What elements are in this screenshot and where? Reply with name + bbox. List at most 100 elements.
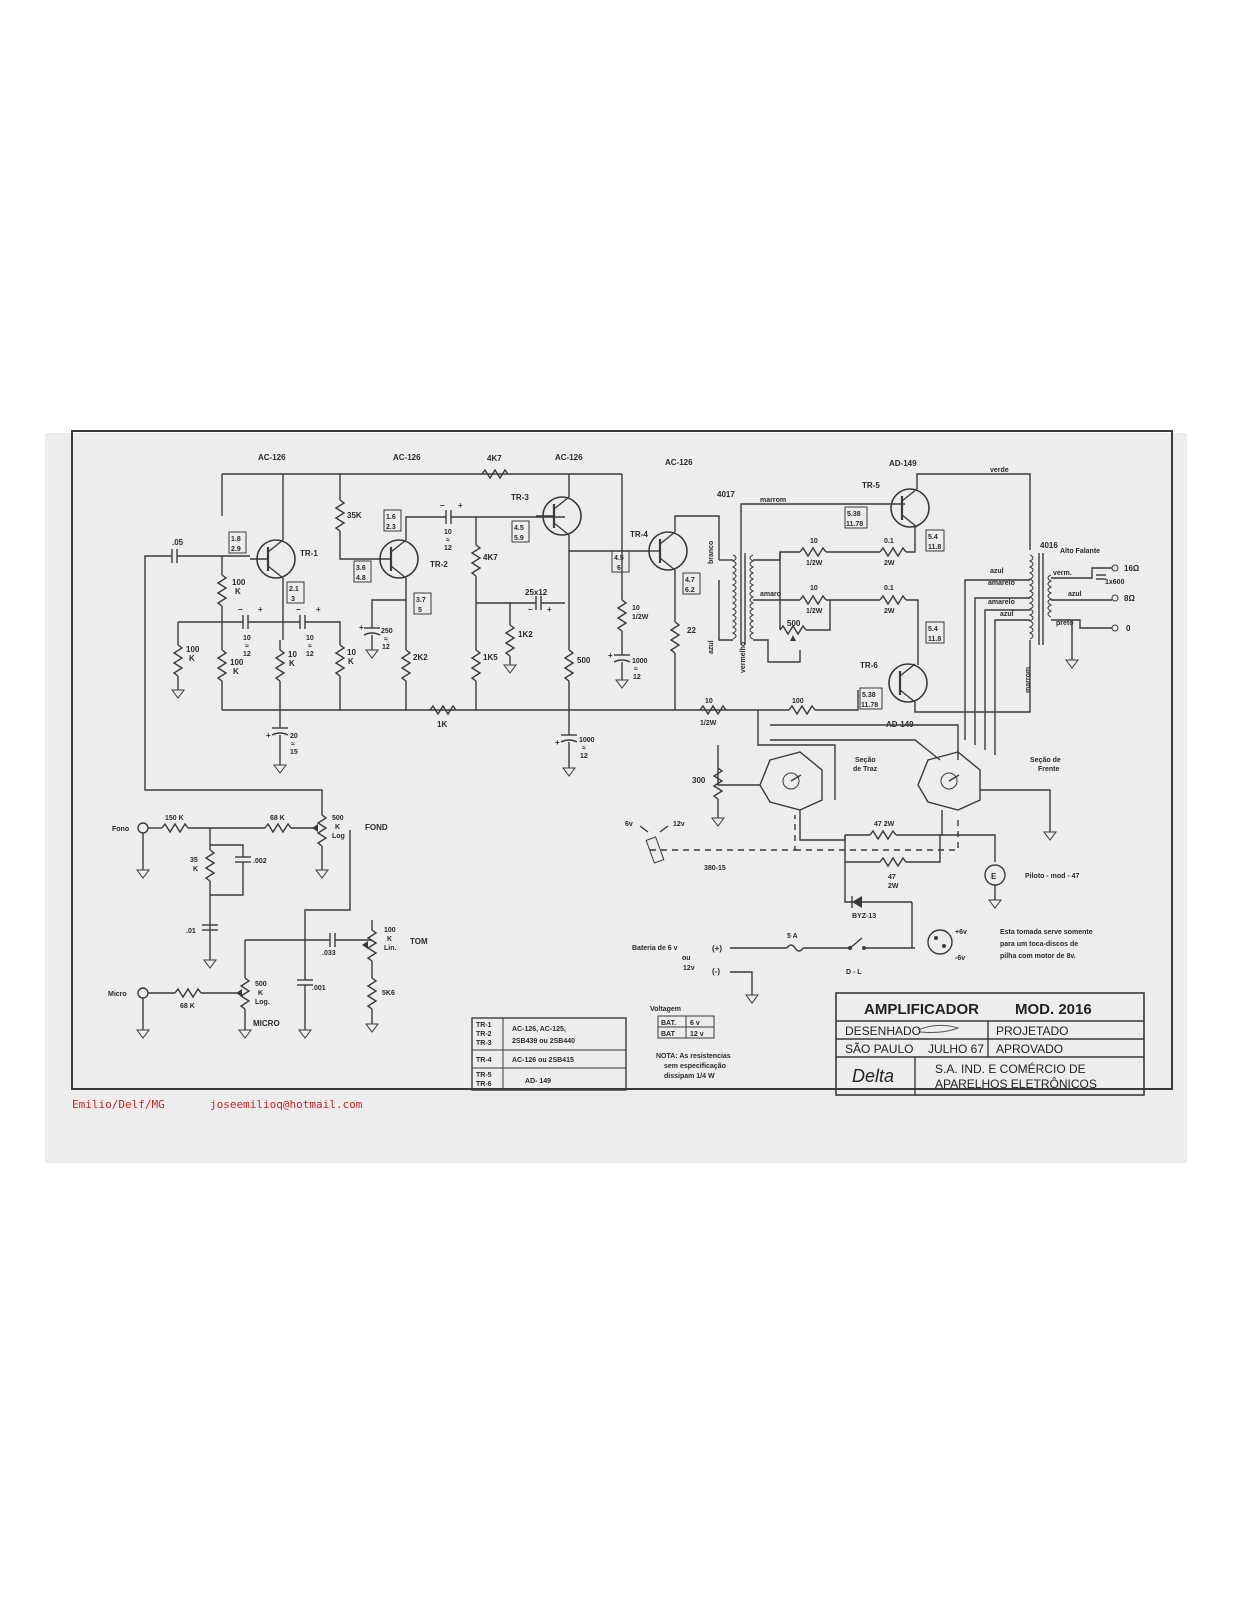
- cap-1000b-curve: [560, 739, 578, 743]
- r100k-b-unit: K: [189, 654, 195, 663]
- ground-symbol: [203, 959, 217, 969]
- wire: [210, 862, 244, 896]
- potentiometer-500k-fond[interactable]: [316, 814, 328, 847]
- c1000b-sep: ≈: [582, 745, 586, 752]
- wire: [405, 516, 446, 540]
- diode-byz13: [852, 896, 862, 908]
- c25x12-label: 25x12: [525, 588, 548, 597]
- tr5-v4: 11.8: [928, 544, 941, 551]
- tr2-ve2: 5: [418, 607, 422, 614]
- r35k-label: 35K: [347, 511, 362, 520]
- c10-label-c: 10: [444, 529, 452, 536]
- tb-aprovado: APROVADO: [996, 1042, 1063, 1056]
- resistor-10-half-b: [699, 704, 727, 716]
- tt-r1-type2: 2SB439 ou 2SB440: [512, 1038, 575, 1045]
- tr5-emit-box: [925, 529, 945, 552]
- pot-wiper: [312, 824, 318, 832]
- credit-email[interactable]: joseemilioq@hotmail.com: [210, 1098, 363, 1111]
- c20-label: 20: [290, 733, 298, 740]
- wire: [806, 600, 831, 631]
- r22-label: 22: [687, 626, 696, 635]
- wire: [770, 724, 959, 760]
- transistor-tr4: [648, 531, 688, 571]
- c20-v: 15: [290, 749, 298, 756]
- transistor-tr1: [250, 539, 296, 579]
- wire: [210, 844, 244, 857]
- socket-pin: [934, 936, 938, 940]
- dl-label: D - L: [846, 969, 862, 976]
- power-switch[interactable]: [849, 937, 863, 949]
- resistor-35k: [334, 499, 346, 532]
- r500-label: 500: [577, 656, 591, 665]
- r10k-a-unit: K: [289, 659, 295, 668]
- wire-azul-a: azul: [708, 640, 715, 654]
- ground-symbol: [238, 1029, 252, 1039]
- resistor-10-2w-b: [799, 594, 827, 606]
- tr3-v1: 4.5: [514, 525, 524, 532]
- cap-minus: −: [528, 605, 533, 614]
- wire-amaro: amaro: [760, 591, 781, 598]
- pot100k-lin: Lin.: [384, 945, 396, 952]
- secao-frente-1: Seção de: [1030, 757, 1061, 764]
- r300-label: 300: [692, 776, 706, 785]
- sw-contact: [639, 825, 649, 833]
- c1000b-label: 1000: [579, 737, 595, 744]
- potentiometer-100k-tom[interactable]: [366, 929, 378, 962]
- r01a-w: 2W: [884, 560, 895, 567]
- c10-v-c: 12: [444, 545, 452, 552]
- socket-pin: [942, 944, 946, 948]
- wire: [940, 834, 996, 862]
- tr1-vb: 1.8: [231, 536, 241, 543]
- transistor-tr2: [379, 539, 419, 579]
- wire: [753, 551, 800, 561]
- c20-sep: ≈: [291, 741, 295, 748]
- resistor-47-a: [869, 829, 897, 841]
- r100k-c-label: 100: [230, 658, 244, 667]
- tb-date: JULHO 67: [928, 1042, 984, 1056]
- tomada-1: Esta tomada serve somente: [1000, 929, 1093, 936]
- resistor-68k-a: [264, 822, 292, 834]
- tr1-label: TR-1: [300, 549, 318, 558]
- c10-v-b: 12: [306, 651, 314, 658]
- fono-jack[interactable]: [137, 822, 149, 834]
- tr6-v1: 5.38: [862, 692, 876, 699]
- power-socket: [927, 929, 953, 955]
- pot100k-unit: K: [387, 936, 392, 943]
- ohm8: 8Ω: [1124, 594, 1135, 603]
- pot-micro-label: 500: [255, 981, 267, 988]
- c1000b-v: 12: [580, 753, 588, 760]
- c1000a-label: 1000: [632, 658, 648, 665]
- tb-city: SÃO PAULO: [845, 1042, 913, 1056]
- c1000a-sep: ≈: [634, 666, 638, 673]
- r100-label: 100: [792, 698, 804, 705]
- ground-symbol: [1043, 831, 1057, 841]
- tr2-col-box: [383, 509, 402, 532]
- wire-vermelho: vermelho: [740, 642, 747, 673]
- tr2-vb2: 4.8: [356, 575, 366, 582]
- wire: [1051, 567, 1112, 579]
- micro-jack[interactable]: [137, 987, 149, 999]
- pot-wiper: [236, 989, 242, 997]
- pot-micro-unit: K: [258, 990, 263, 997]
- voltage-selector[interactable]: [645, 836, 665, 864]
- potentiometer-500: [779, 624, 807, 636]
- resistor-4k7-b: [470, 544, 482, 577]
- cap-1000a-curve: [613, 659, 631, 663]
- tr6-label: TR-6: [860, 661, 878, 670]
- r10c-label: 10: [810, 538, 818, 545]
- c1000a-v: 12: [633, 674, 641, 681]
- r01a-label: 0.1: [884, 538, 894, 545]
- sw-6v: 6v: [625, 821, 633, 828]
- pilot-lamp-symbol: E: [991, 872, 997, 881]
- wire: [730, 971, 753, 995]
- r47b-label: 47: [888, 874, 896, 881]
- potentiometer-500k-micro[interactable]: [239, 977, 251, 1010]
- ground-symbol: [365, 649, 379, 659]
- title-block: [835, 992, 1145, 1096]
- ground-symbol: [615, 679, 629, 689]
- fono-label: Fono: [112, 826, 129, 833]
- wire-amarelo-a: amarelo: [988, 580, 1015, 587]
- cap-plus: +: [555, 738, 560, 747]
- ohm16: 16Ω: [1124, 564, 1140, 573]
- wire: [799, 810, 846, 841]
